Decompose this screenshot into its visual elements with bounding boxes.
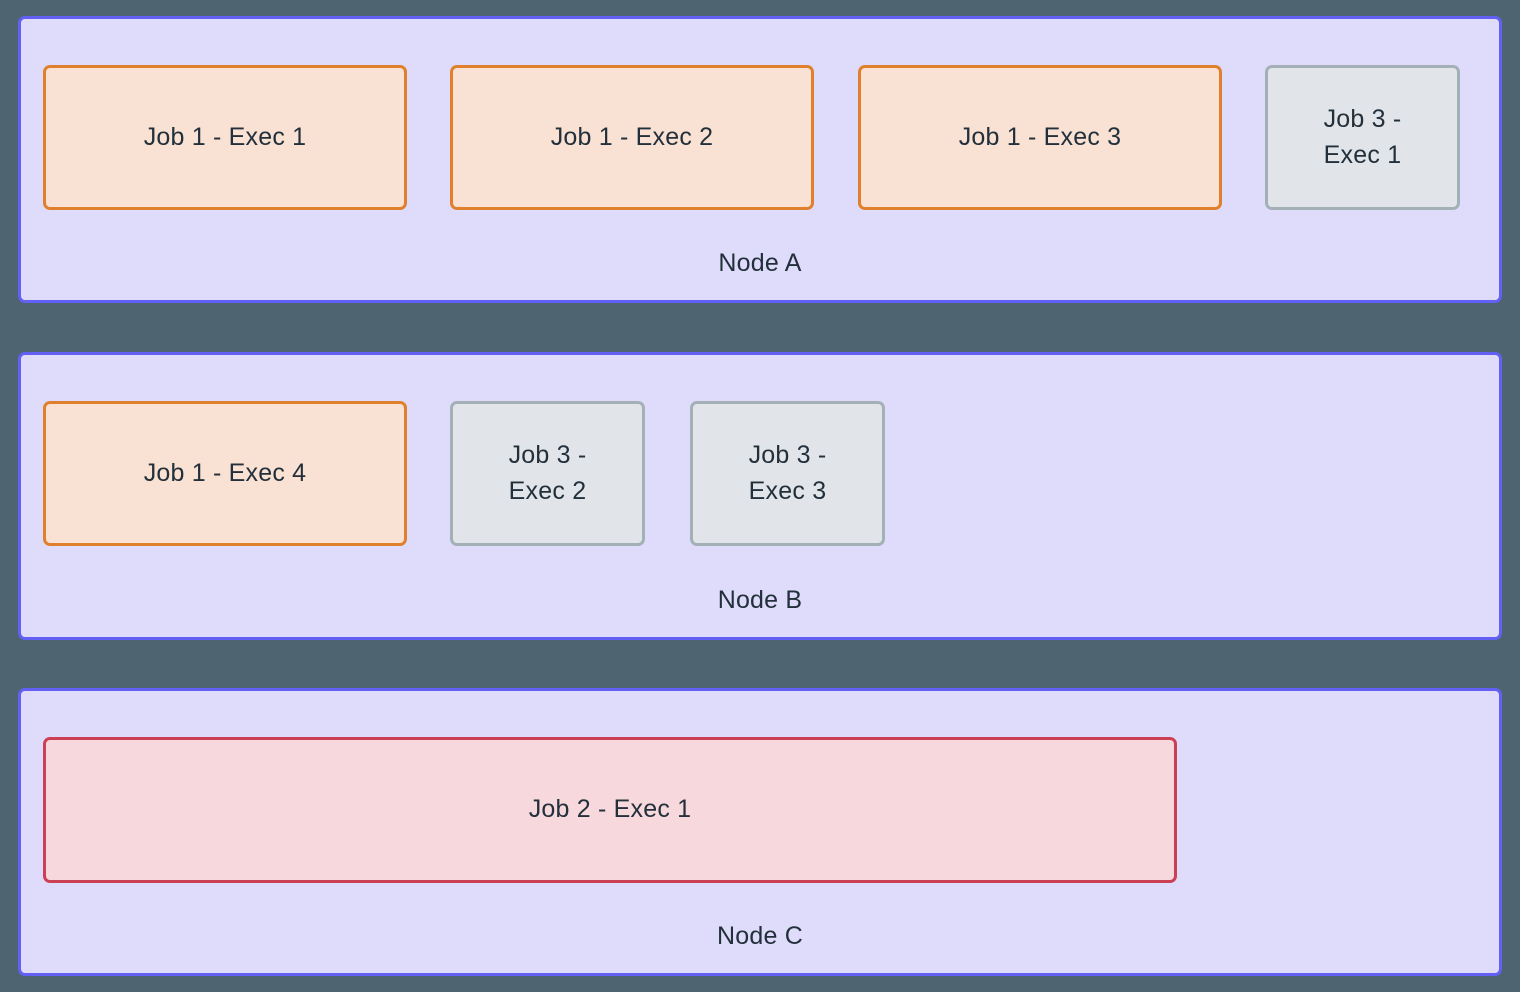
node-label-b: Node B	[717, 586, 803, 614]
task-box-job2-exec1[interactable]: Job 2 - Exec 1	[43, 737, 1177, 883]
node-label-a: Node A	[718, 249, 802, 277]
task-box-job1-exec4[interactable]: Job 1 - Exec 4	[43, 401, 407, 546]
task-box-job1-exec3[interactable]: Job 1 - Exec 3	[858, 65, 1222, 210]
task-box-job3-exec1[interactable]: Job 3 - Exec 1	[1265, 65, 1460, 210]
task-box-job3-exec3[interactable]: Job 3 - Exec 3	[690, 401, 885, 546]
node-container-b[interactable]: Job 1 - Exec 4 Job 3 - Exec 2 Job 3 - Ex…	[18, 352, 1502, 640]
task-box-job1-exec1[interactable]: Job 1 - Exec 1	[43, 65, 407, 210]
node-label-c: Node C	[717, 922, 803, 950]
node-container-a[interactable]: Job 1 - Exec 1 Job 1 - Exec 2 Job 1 - Ex…	[18, 16, 1502, 303]
task-box-job3-exec2[interactable]: Job 3 - Exec 2	[450, 401, 645, 546]
node-container-c[interactable]: Job 2 - Exec 1 Node C	[18, 688, 1502, 976]
task-box-job1-exec2[interactable]: Job 1 - Exec 2	[450, 65, 814, 210]
